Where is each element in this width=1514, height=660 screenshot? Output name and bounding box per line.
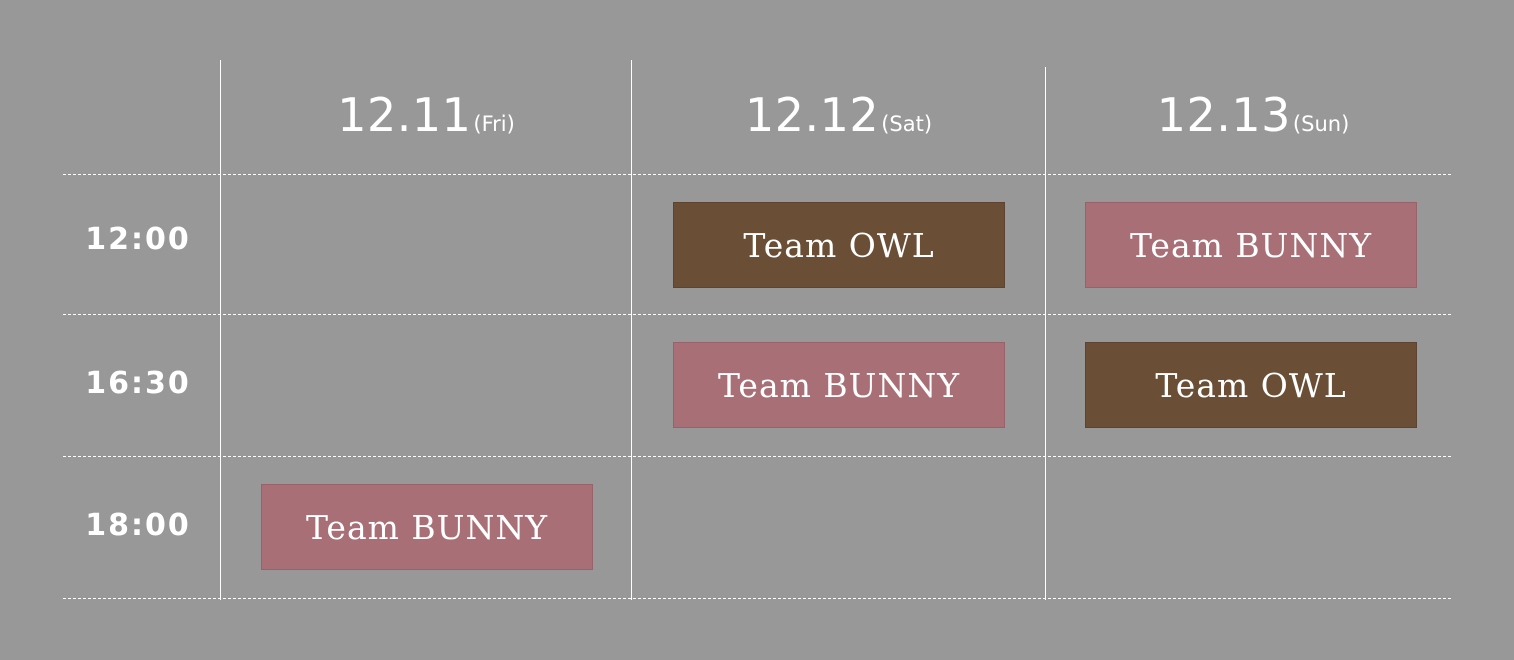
day-of-week: (Sun) [1292,112,1350,136]
column-divider [220,60,221,600]
column-divider [631,60,632,600]
row-divider [63,314,1451,315]
time-label-1630: 16:30 [85,366,191,401]
schedule-slot-sun-1630[interactable]: Team OWL [1085,342,1417,428]
day-header-fri: 12.11 (Fri) [221,80,631,150]
day-date: 12.13 [1156,88,1291,142]
day-date: 12.11 [337,88,472,142]
day-date: 12.12 [744,88,880,142]
row-divider [63,456,1451,457]
row-divider [63,174,1451,175]
column-divider [1045,67,1046,600]
schedule-slot-fri-1800[interactable]: Team BUNNY [261,484,593,570]
time-label-1800: 18:00 [85,508,191,543]
schedule-slot-sun-1200[interactable]: Team BUNNY [1085,202,1417,288]
day-header-sun: 12.13 (Sun) [1046,80,1460,150]
time-label-1200: 12:00 [85,222,191,257]
row-divider [63,598,1451,599]
day-of-week: (Fri) [473,112,515,136]
schedule-slot-sat-1200[interactable]: Team OWL [673,202,1005,288]
day-header-sat: 12.12 (Sat) [632,80,1045,150]
day-of-week: (Sat) [881,112,933,136]
schedule-slot-sat-1630[interactable]: Team BUNNY [673,342,1005,428]
